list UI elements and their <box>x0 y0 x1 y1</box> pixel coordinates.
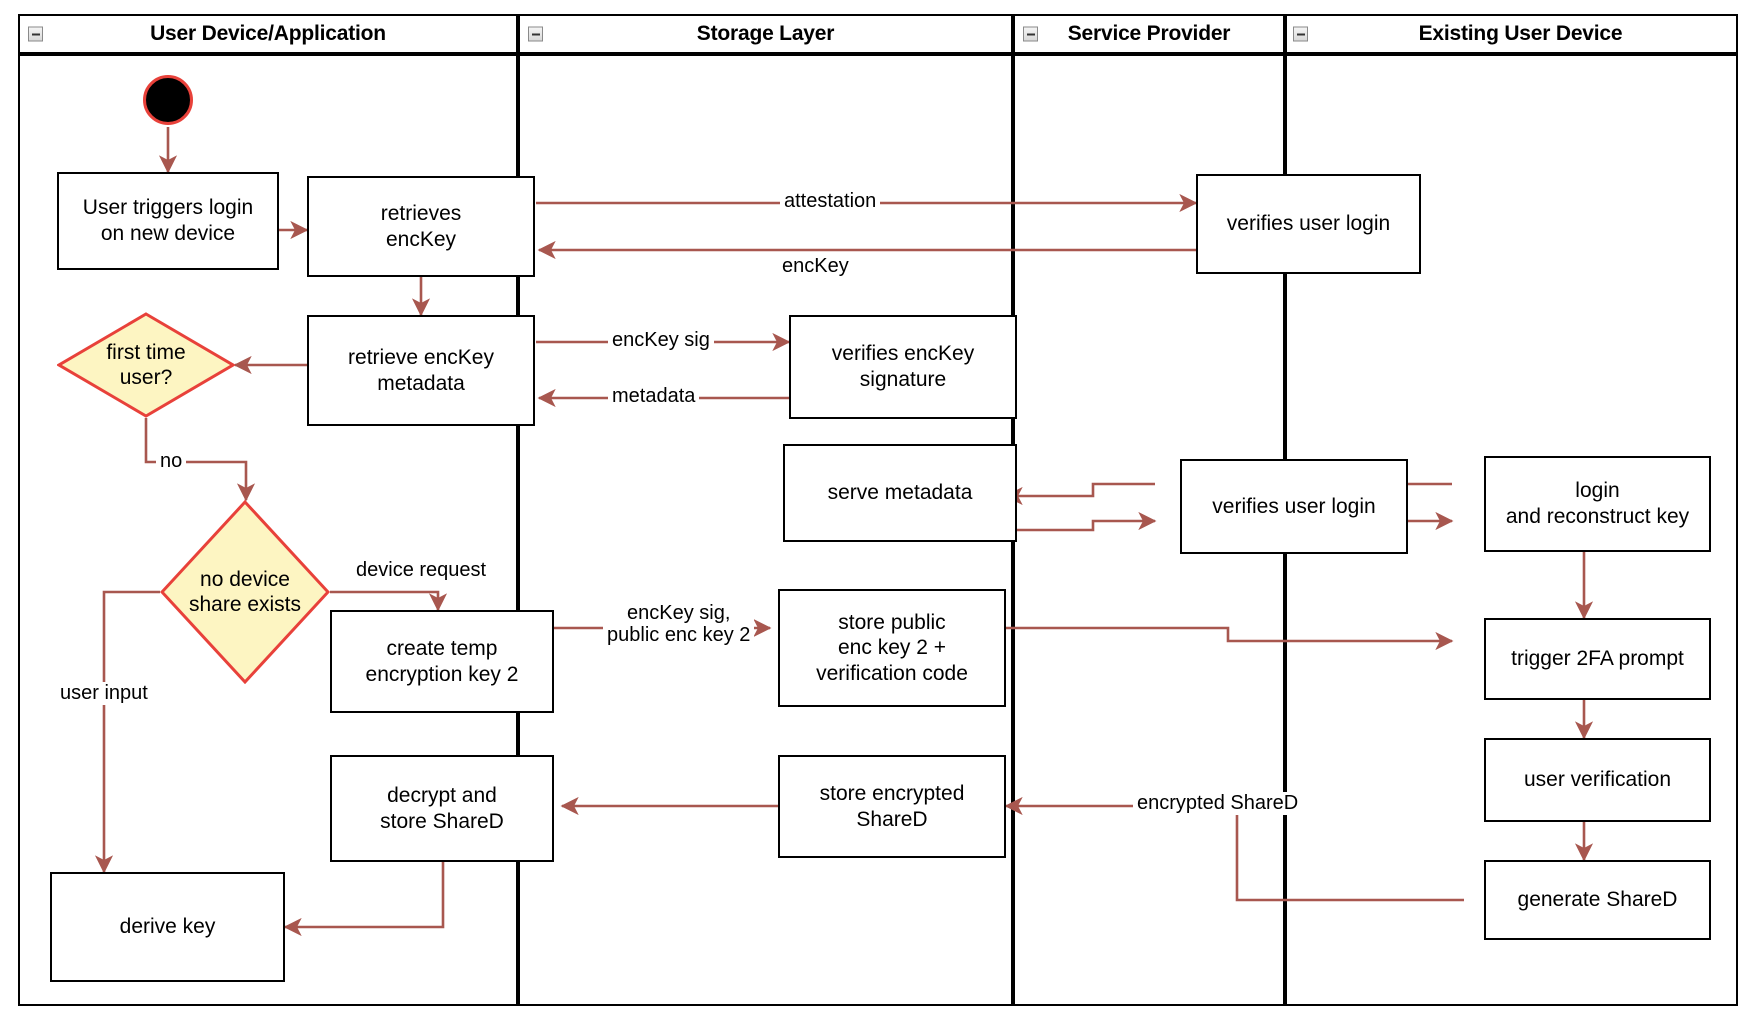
activity-create-temp-encryption-key-2[interactable]: create temp encryption key 2 <box>330 610 554 713</box>
lane-header-service-provider[interactable]: Service Provider <box>1013 14 1285 54</box>
activity-generate-shared[interactable]: generate ShareD <box>1484 860 1711 940</box>
activity-retrieves-enckey[interactable]: retrieves encKey <box>307 176 535 277</box>
edge-label-device-request: device request <box>352 559 491 582</box>
activity-login-and-reconstruct-key[interactable]: login and reconstruct key <box>1484 456 1711 552</box>
collapse-minus-icon[interactable] <box>528 26 543 42</box>
edge-label-user-input: user input <box>56 682 152 705</box>
edge-label-enckey-sig-public-enc-key-2: encKey sig, public enc key 2 <box>603 602 755 647</box>
activity-verifies-user-login-2[interactable]: verifies user login <box>1180 459 1408 554</box>
edge-label-encrypted-shared: encrypted ShareD <box>1133 792 1303 815</box>
edge-label-enckey-sig: encKey sig <box>608 329 714 352</box>
activity-trigger-2fa-prompt[interactable]: trigger 2FA prompt <box>1484 618 1711 700</box>
decision-no-device-share-exists[interactable]: no device share exists <box>160 500 330 684</box>
decision-first-time-user[interactable]: first time user? <box>57 312 235 418</box>
collapse-minus-icon[interactable] <box>28 26 43 42</box>
lane-body-user-device <box>18 54 518 1006</box>
activity-user-triggers-login[interactable]: User triggers login on new device <box>57 172 279 270</box>
lane-title: Existing User Device <box>1418 22 1623 45</box>
lane-title: User Device/Application <box>150 22 386 45</box>
collapse-minus-icon[interactable] <box>1023 26 1038 42</box>
edge-label-no: no <box>156 450 187 473</box>
activity-store-public-enc-key-2[interactable]: store public enc key 2 + verification co… <box>778 589 1006 707</box>
lane-title: Storage Layer <box>696 22 835 45</box>
initial-node[interactable] <box>143 75 193 125</box>
collapse-minus-icon <box>1293 26 1308 42</box>
lane-header-user-device[interactable]: User Device/Application <box>18 14 518 54</box>
lane-title: Service Provider <box>1067 22 1231 45</box>
edge-label-metadata: metadata <box>608 385 700 408</box>
activity-user-verification[interactable]: user verification <box>1484 738 1711 822</box>
activity-store-encrypted-shared[interactable]: store encrypted ShareD <box>778 755 1006 858</box>
activity-serve-metadata[interactable]: serve metadata <box>783 444 1017 542</box>
edge-label-attestation: attestation <box>780 190 881 213</box>
lane-header-existing-user-device[interactable]: Existing User Device <box>1285 14 1738 54</box>
activity-decrypt-and-store-shared[interactable]: decrypt and store ShareD <box>330 755 554 862</box>
activity-derive-key[interactable]: derive key <box>50 872 285 982</box>
edge-label-enckey: encKey <box>778 255 853 278</box>
activity-retrieve-enckey-metadata[interactable]: retrieve encKey metadata <box>307 315 535 426</box>
activity-verifies-user-login-1[interactable]: verifies user login <box>1196 174 1421 274</box>
activity-verifies-enckey-signature[interactable]: verifies encKey signature <box>789 315 1017 419</box>
lane-header-storage-layer[interactable]: Storage Layer <box>518 14 1013 54</box>
